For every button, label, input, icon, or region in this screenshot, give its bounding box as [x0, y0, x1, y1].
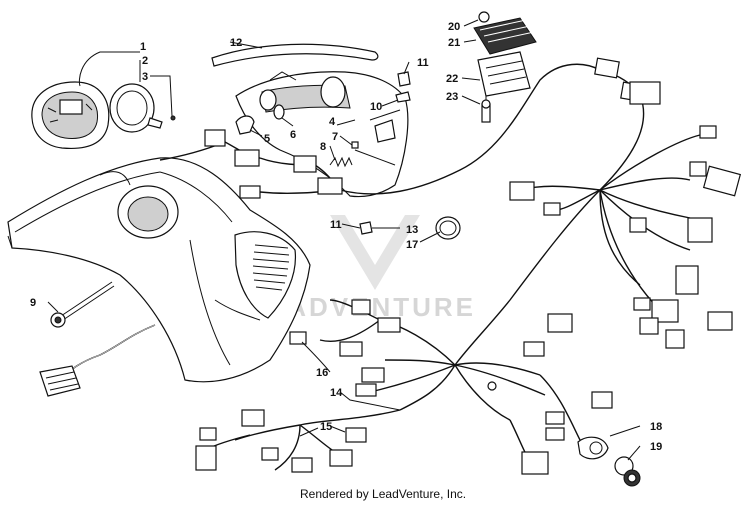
callout-5: 5	[264, 133, 270, 145]
grommet-17	[435, 216, 461, 240]
callout-2: 2	[142, 55, 148, 67]
callout-23: 23	[446, 91, 458, 103]
callout-11-bottom: 11	[330, 219, 342, 231]
callout-labels: 1 2 3 4 5 6 7 8 9 10 11 11 12 13 14 15 1…	[30, 21, 662, 453]
callout-11-top: 11	[417, 57, 429, 69]
ring-19	[614, 456, 641, 487]
hood-sub-harness	[39, 324, 156, 397]
callout-10: 10	[370, 101, 382, 113]
clip-10	[395, 91, 411, 103]
render-credit: Rendered by LeadVenture, Inc.	[300, 487, 466, 501]
speed-sensor-18	[577, 436, 609, 460]
screw-3	[170, 115, 176, 121]
callout-20: 20	[448, 21, 460, 33]
callout-14: 14	[330, 387, 343, 399]
hood-shroud	[7, 157, 311, 383]
voltage-regulator	[473, 11, 537, 123]
bulb-6	[273, 104, 285, 120]
callout-13: 13	[406, 224, 418, 236]
callout-17: 17	[406, 239, 418, 251]
callout-9: 9	[30, 297, 36, 309]
bulb-socket-5	[235, 115, 255, 135]
callout-4: 4	[329, 116, 336, 128]
headlight-housing	[235, 71, 409, 198]
gauge-bezel	[109, 83, 163, 133]
callout-6: 6	[290, 129, 296, 141]
spring-8	[329, 156, 353, 168]
callout-22: 22	[446, 73, 458, 85]
callout-12: 12	[230, 37, 242, 49]
callout-7: 7	[332, 131, 338, 143]
callout-1: 1	[140, 41, 146, 53]
callout-21: 21	[448, 37, 460, 49]
callout-8: 8	[320, 141, 326, 153]
windshield-trim	[211, 43, 379, 67]
callout-18: 18	[650, 421, 662, 433]
adjuster-bolt-9	[50, 281, 115, 328]
clip-11-top	[397, 71, 411, 87]
grommet-7	[351, 141, 359, 149]
callout-19: 19	[650, 441, 662, 453]
leader-lines	[47, 19, 641, 461]
callout-16: 16	[316, 367, 328, 379]
harness-connectors	[195, 57, 742, 475]
callout-15: 15	[320, 421, 332, 433]
clip-11-bottom	[359, 221, 373, 235]
callout-3: 3	[142, 71, 148, 83]
hood-vents	[252, 244, 290, 291]
gauge-cluster	[31, 81, 110, 150]
